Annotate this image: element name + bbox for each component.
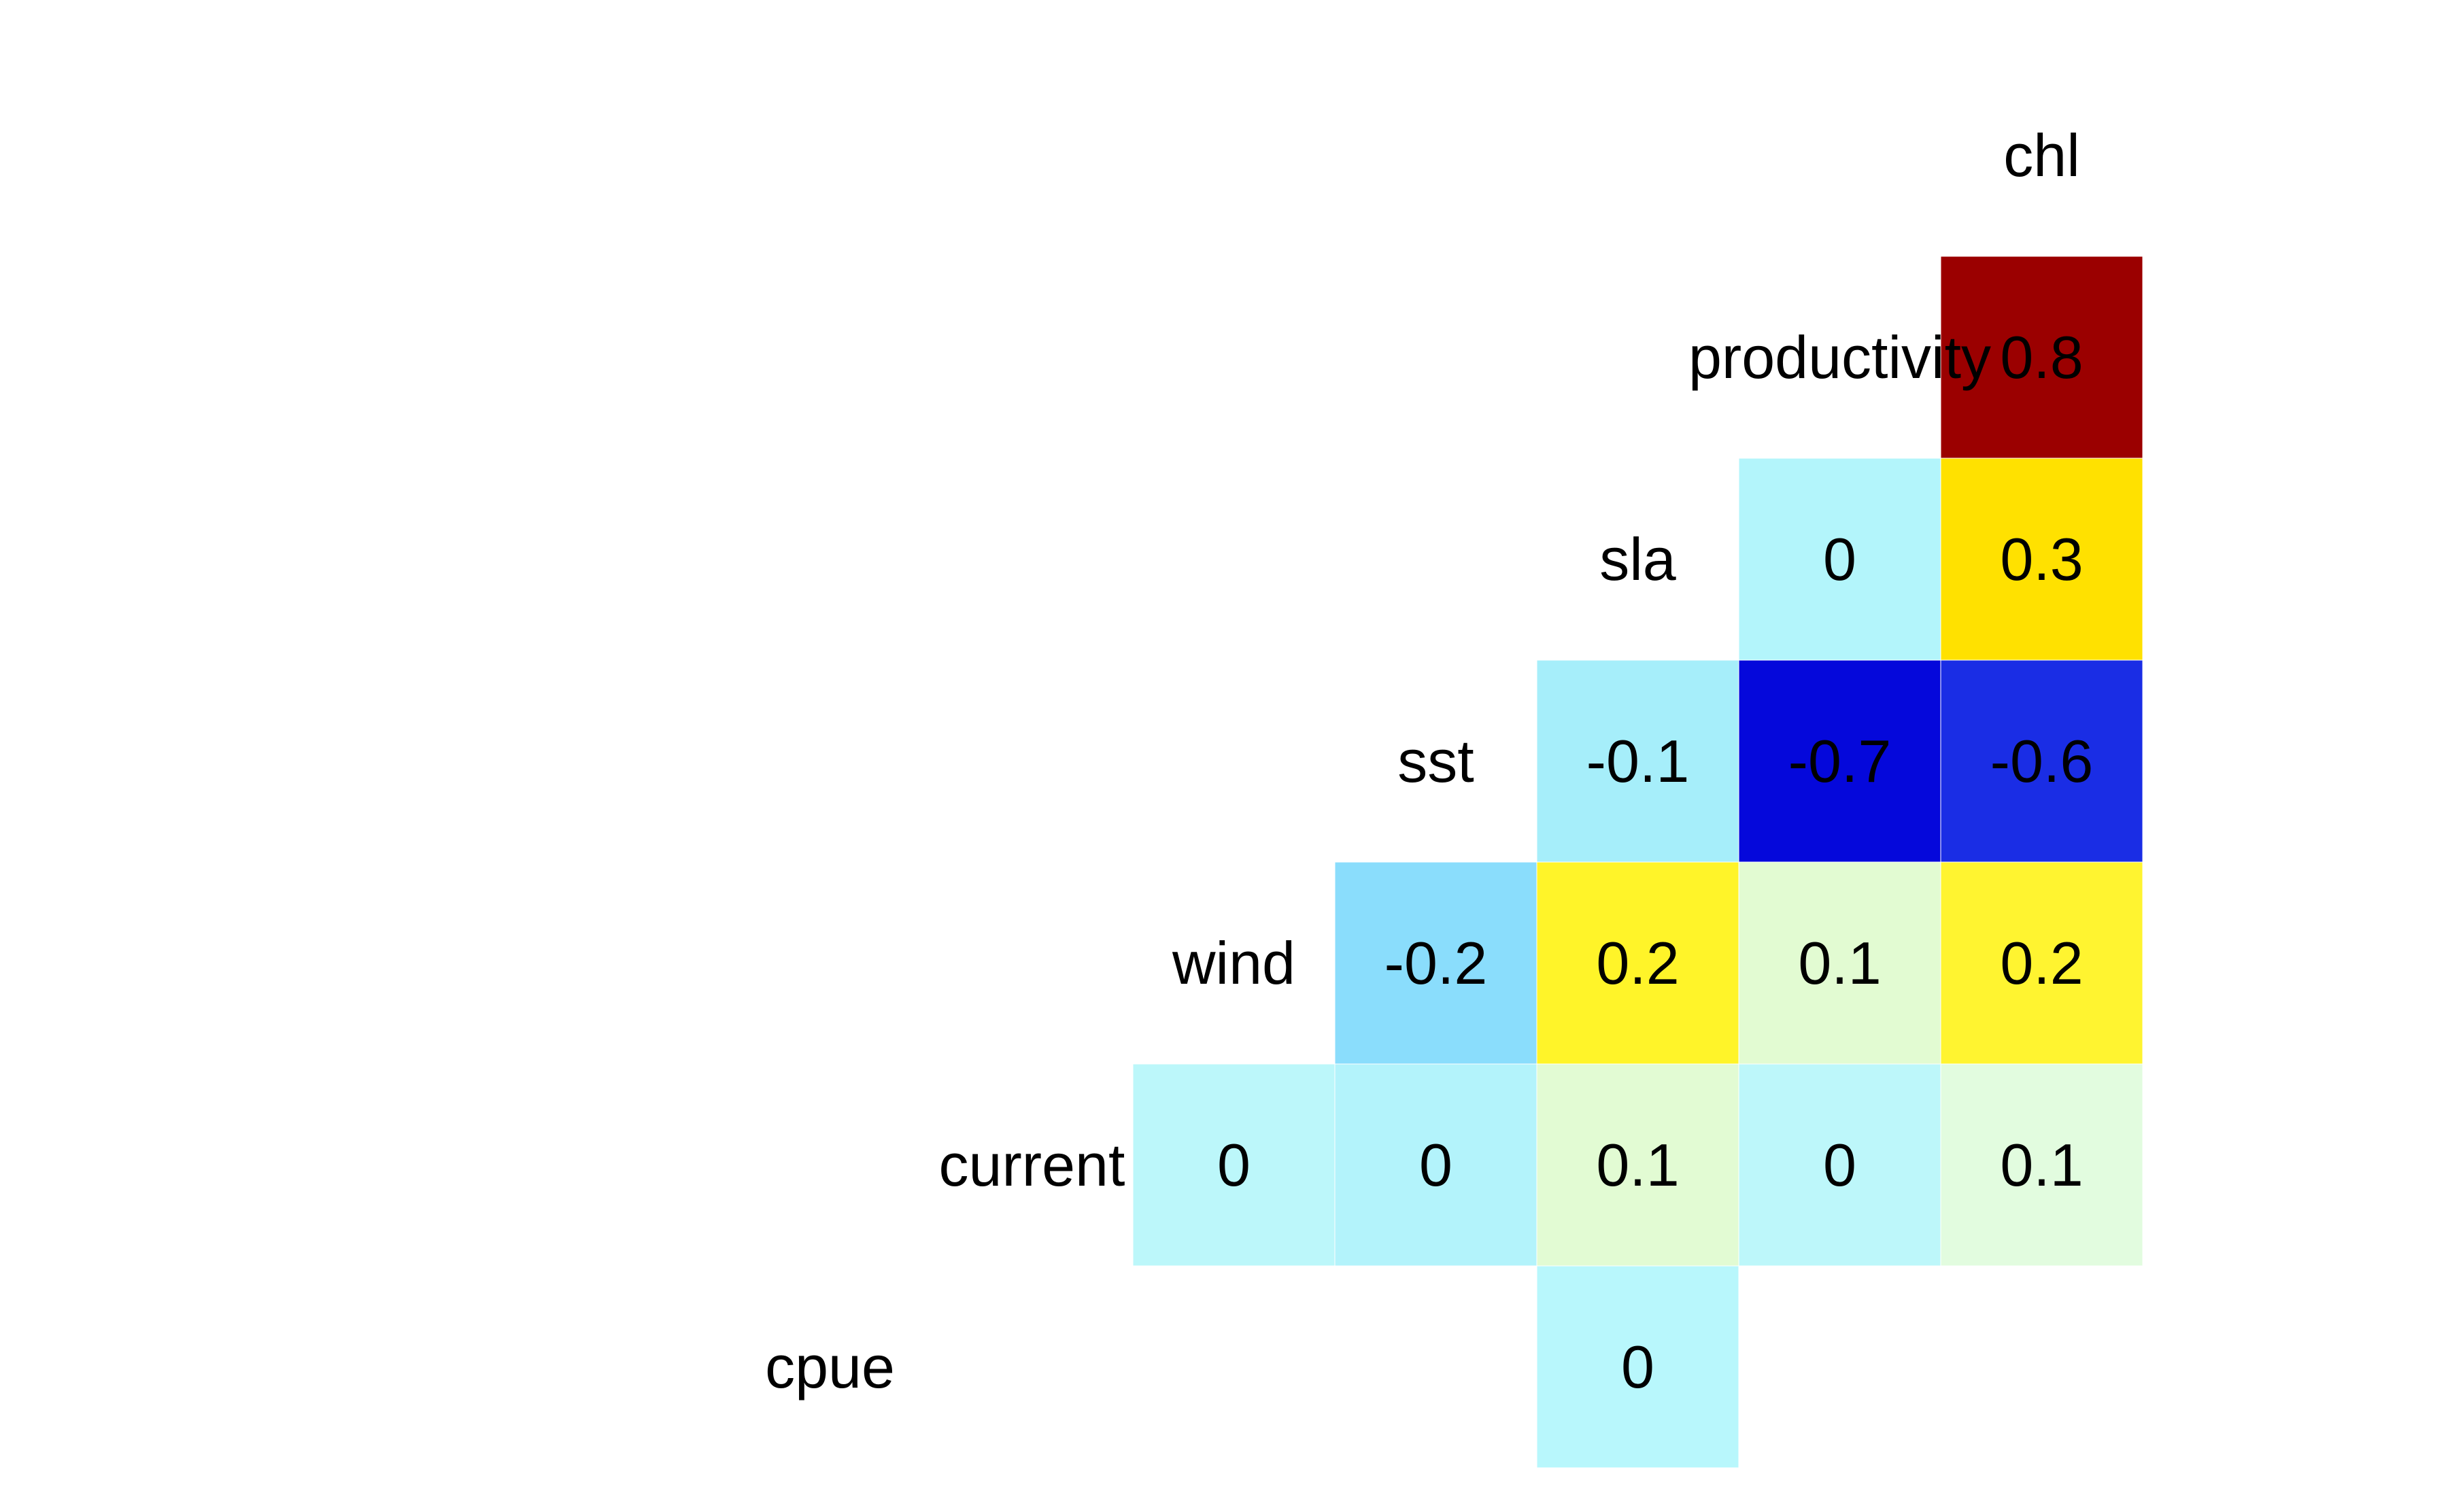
heatmap-cell-wind-chl: [1940, 861, 2143, 1065]
cell-value-current-wind: 0: [1217, 1131, 1251, 1199]
heatmap-cell-sla-productivity: [1738, 458, 1941, 661]
variable-label-sst: sst: [1397, 727, 1474, 795]
variable-label-current: current: [939, 1131, 1125, 1199]
cell-value-current-chl: 0.1: [2000, 1131, 2083, 1199]
heatmap-cell-sst-sla: [1536, 659, 1739, 863]
heatmap-cell-wind-sst: [1334, 861, 1537, 1065]
variable-label-cpue: cpue: [765, 1333, 895, 1401]
cell-value-wind-chl: 0.2: [2000, 929, 2083, 997]
cell-value-wind-sla: 0.2: [1596, 929, 1679, 997]
cell-value-sst-productivity: -0.7: [1788, 727, 1892, 795]
cell-value-sst-sla: -0.1: [1586, 727, 1690, 795]
variable-label-sla: sla: [1599, 526, 1676, 593]
heatmap-cell-current-productivity: [1738, 1063, 1941, 1267]
heatmap-cell-productivity-chl: [1940, 256, 2143, 459]
cell-value-sla-chl: 0.3: [2000, 526, 2083, 593]
cell-value-wind-sst: -0.2: [1384, 929, 1488, 997]
variable-label-productivity: productivity: [1688, 324, 1991, 391]
heatmap-cell-current-sla: [1536, 1063, 1739, 1267]
heatmap-cell-current-chl: [1940, 1063, 2143, 1267]
heatmap-cell-sst-productivity: [1738, 659, 1941, 863]
heatmap-cell-labels: 0.8 0 0.3 -0.1 -0.7 -0.6 -0.2 0.2 0.1 0.2 0 0 0.1 0 0.…: [1217, 324, 2093, 1401]
heatmap-cell-wind-sla: [1536, 861, 1739, 1065]
variable-label-chl: chl: [2003, 122, 2080, 189]
heatmap-cells: [1132, 256, 2143, 1468]
cell-value-current-sst: 0: [1419, 1131, 1452, 1199]
cell-value-wind-productivity: 0.1: [1798, 929, 1881, 997]
cell-value-productivity-chl: 0.8: [2000, 324, 2083, 391]
heatmap-cell-sla-chl: [1940, 458, 2143, 661]
heatmap-cell-cpue-sla: [1536, 1265, 1739, 1468]
cell-value-current-productivity: 0: [1823, 1131, 1856, 1199]
heatmap-cell-sst-chl: [1940, 659, 2143, 863]
cell-value-cpue-sla: 0: [1621, 1333, 1654, 1401]
cell-value-sst-chl: -0.6: [1990, 727, 2094, 795]
cell-value-sla-productivity: 0: [1823, 526, 1856, 593]
cell-value-current-sla: 0.1: [1596, 1131, 1679, 1199]
heatmap-cell-current-sst: [1334, 1063, 1537, 1267]
variable-labels: cpue current wind sst sla productivity chl: [765, 122, 2080, 1401]
variable-label-wind: wind: [1172, 929, 1295, 997]
